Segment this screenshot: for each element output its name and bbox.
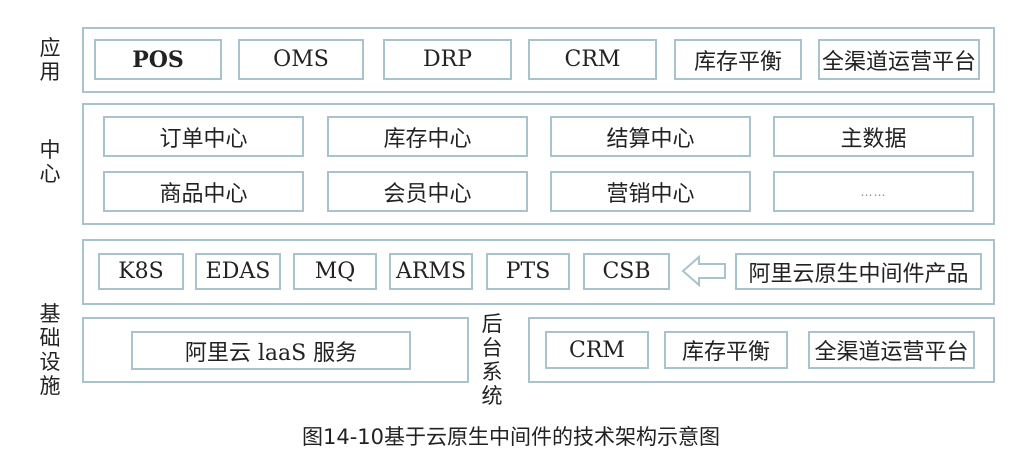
- app-box-oms: OMS: [238, 39, 364, 80]
- middleware-box-edas: EDAS: [195, 253, 281, 290]
- backend-box-inventory-balance: 库存平衡: [664, 331, 788, 369]
- app-box-omnichannel-platform: 全渠道运营平台: [818, 39, 980, 80]
- middleware-layer-panel: [82, 239, 995, 305]
- backend-box-omnichannel-platform: 全渠道运营平台: [808, 331, 975, 369]
- center-layer-panel: [82, 103, 995, 225]
- center-box-member: 会员中心: [327, 171, 528, 212]
- center-box-ellipsis: ……: [773, 171, 974, 212]
- middleware-box-pts: PTS: [486, 253, 570, 290]
- layer-label-backend: 后 台 系 统: [481, 312, 503, 408]
- center-box-master-data: 主数据: [773, 116, 974, 157]
- figure-caption: 图14-10基于云原生中间件的技术架构示意图: [301, 425, 721, 449]
- middleware-box-csb: CSB: [583, 253, 670, 290]
- backend-box-crm: CRM: [545, 331, 649, 369]
- layer-label-application: 应 用: [39, 36, 61, 84]
- center-box-inventory: 库存中心: [327, 116, 528, 157]
- middleware-box-arms: ARMS: [389, 253, 473, 290]
- layer-label-center: 中 心: [39, 138, 61, 186]
- center-box-marketing: 营销中心: [550, 171, 751, 212]
- iaas-service-box: 阿里云 laaS 服务: [131, 331, 411, 370]
- layer-label-infrastructure: 基 础 设 施: [39, 302, 61, 398]
- app-box-pos: POS: [94, 39, 222, 80]
- app-box-crm: CRM: [528, 39, 657, 80]
- middleware-box-k8s: K8S: [98, 253, 184, 290]
- application-layer-panel: [82, 27, 995, 93]
- middleware-box-mq: MQ: [293, 253, 377, 290]
- middleware-source-box: 阿里云原生中间件产品: [735, 253, 982, 290]
- hollow-left-arrow-icon: [681, 254, 726, 288]
- backend-layer-panel: [528, 317, 995, 383]
- center-box-order: 订单中心: [103, 116, 304, 157]
- iaas-layer-panel: [82, 317, 469, 383]
- center-box-product: 商品中心: [103, 171, 304, 212]
- app-box-inventory-balance: 库存平衡: [674, 39, 802, 80]
- center-box-settlement: 结算中心: [550, 116, 751, 157]
- app-box-drp: DRP: [383, 39, 512, 80]
